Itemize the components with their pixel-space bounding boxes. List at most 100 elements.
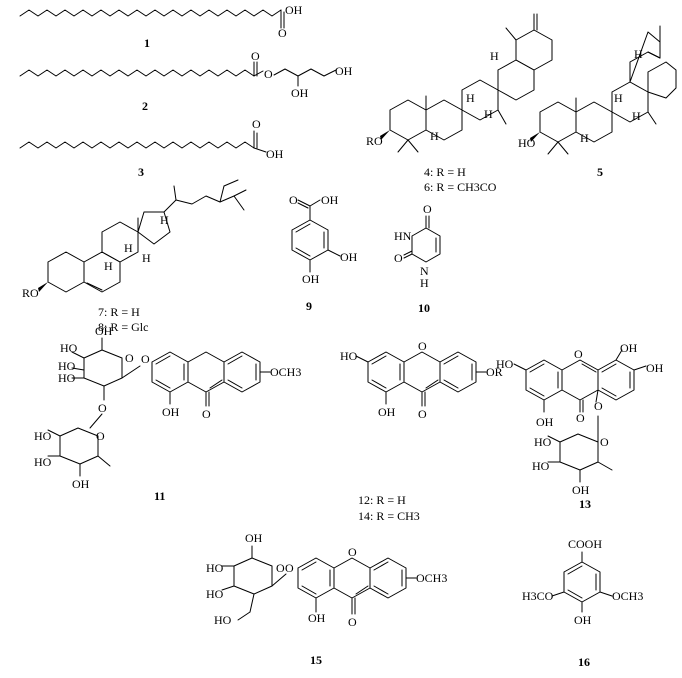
c15-ho-3: HO (206, 561, 224, 575)
c12-rdef-1: 12: R = H (358, 493, 406, 507)
c11-ring-o: O (125, 351, 134, 365)
c10-n: N (420, 264, 429, 278)
compound-5: HO H H H H 5 (518, 25, 677, 179)
c15-och3: OCH3 (416, 571, 447, 585)
c15-ring-o: O (276, 561, 285, 575)
c11-glyco-o: O (141, 352, 150, 366)
c13-oh-a: OH (620, 341, 638, 355)
c15-ho-4: HO (206, 587, 224, 601)
c4-h-1: H (490, 49, 499, 63)
c15-ketone-o: O (348, 615, 357, 629)
c10-o-2: O (394, 251, 403, 265)
c12-ring-o: O (418, 339, 427, 353)
c13-ho-a: HO (534, 435, 552, 449)
c7-h-4: H (142, 251, 151, 265)
c5-ho: HO (518, 136, 536, 150)
c7-rdef-2: 8: R = Glc (98, 320, 148, 334)
c9-oh-3: OH (340, 250, 358, 264)
c5-h-2: H (614, 91, 623, 105)
c15-ho-6: HO (214, 613, 232, 627)
c2-ester-o: O (264, 67, 273, 81)
c11-rha-o: O (96, 429, 105, 443)
c12-ketone-o: O (418, 407, 427, 421)
c3-o: O (252, 117, 261, 131)
c13-ring-o: O (574, 347, 583, 361)
c10-hn: HN (394, 229, 412, 243)
c11-ho-5: HO (34, 455, 52, 469)
c5-h-1: H (634, 47, 643, 61)
c15-chromone-o: O (348, 545, 357, 559)
compound-7: RO H H H H 7: R = H 8: R = Glc (22, 179, 247, 334)
c11-oh-rha: OH (72, 477, 90, 491)
c7-h-2: H (124, 241, 133, 255)
compound-9: O OH OH OH 9 (289, 193, 358, 313)
label-11: 11 (154, 489, 165, 503)
c16-oh: OH (574, 613, 592, 627)
compound-3: O OH 3 (19, 117, 284, 179)
c5-h-3: H (632, 109, 641, 123)
c7-ro: RO (22, 286, 39, 300)
c4-h-4: H (430, 129, 439, 143)
label-13: 13 (579, 497, 591, 511)
c2-carbonyl-o: O (251, 49, 260, 63)
compound-12: O HO OH O OR 12: R = H 14: R = CH3 (340, 339, 503, 523)
label-9: 9 (306, 299, 312, 313)
c3-oh: OH (266, 147, 284, 161)
c11-och3: OCH3 (270, 365, 301, 379)
compound-11: HO OH HO HO O O O O OH OCH3 HO (34, 324, 301, 503)
c15-glyco-o: O (285, 561, 294, 575)
compound-1: OH O 1 (19, 3, 303, 50)
c2-oh-2: OH (335, 64, 353, 78)
c4-h-2: H (466, 91, 475, 105)
compound-16: COOH H3CO OCH3 OH 16 (522, 537, 643, 669)
c9-o: O (289, 193, 298, 207)
label-2: 2 (142, 99, 148, 113)
compound-10: O HN O N H 10 (394, 202, 441, 315)
c13-oh-c: OH (572, 483, 590, 497)
c11-ketone-o: O (202, 407, 211, 421)
c12-ho: HO (340, 349, 358, 363)
label-1: 1 (144, 36, 150, 50)
compound-13: O HO O OH OH OH O HO O HO OH 13 (496, 341, 664, 511)
label-3: 3 (138, 165, 144, 179)
c10-h: H (420, 276, 429, 290)
c11-ho-2: HO (58, 371, 76, 385)
c10-o-4: O (423, 202, 432, 216)
c4-rdef-2: 6: R = CH3CO (424, 180, 497, 194)
c13-oh-b: OH (646, 361, 664, 375)
c1-oh: OH (285, 3, 303, 17)
c11-link-o: O (98, 401, 107, 415)
c7-h-1: H (160, 213, 169, 227)
c12-oh-5: OH (378, 405, 396, 419)
c11-ho-3: HO (58, 359, 76, 373)
c16-cooh: COOH (568, 537, 602, 551)
c11-oh-5: OH (162, 405, 180, 419)
c9-oh-4: OH (302, 272, 320, 286)
c9-oh-acid: OH (321, 193, 339, 207)
c1-o: O (278, 26, 287, 40)
c11-ho-1: HO (60, 341, 78, 355)
c7-rdef-1: 7: R = H (98, 305, 140, 319)
c12-rdef-2: 14: R = CH3 (358, 509, 420, 523)
c13-ketone-o: O (576, 411, 585, 425)
label-10: 10 (418, 301, 430, 315)
c4-rdef-1: 4: R = H (424, 165, 466, 179)
c11-ho-4: HO (34, 429, 52, 443)
c12-or: OR (486, 365, 503, 379)
c13-ho-b: HO (532, 459, 550, 473)
c16-och3: OCH3 (612, 589, 643, 603)
label-15: 15 (310, 653, 322, 667)
c5-h-4: H (580, 131, 589, 145)
compound-15: OH HO O O HO HO O OH O OCH3 15 (206, 531, 447, 667)
c4-h-3: H (484, 107, 493, 121)
c2-oh-1: OH (291, 86, 309, 100)
c11-oh-1: OH (95, 324, 113, 338)
c7-h-3: H (104, 259, 113, 273)
c13-ho-7: HO (496, 357, 514, 371)
c13-rha-o: O (600, 435, 609, 449)
c13-oh-5: OH (536, 415, 554, 429)
label-5: 5 (597, 165, 603, 179)
label-16: 16 (578, 655, 590, 669)
c15-oh-2: OH (245, 531, 263, 545)
